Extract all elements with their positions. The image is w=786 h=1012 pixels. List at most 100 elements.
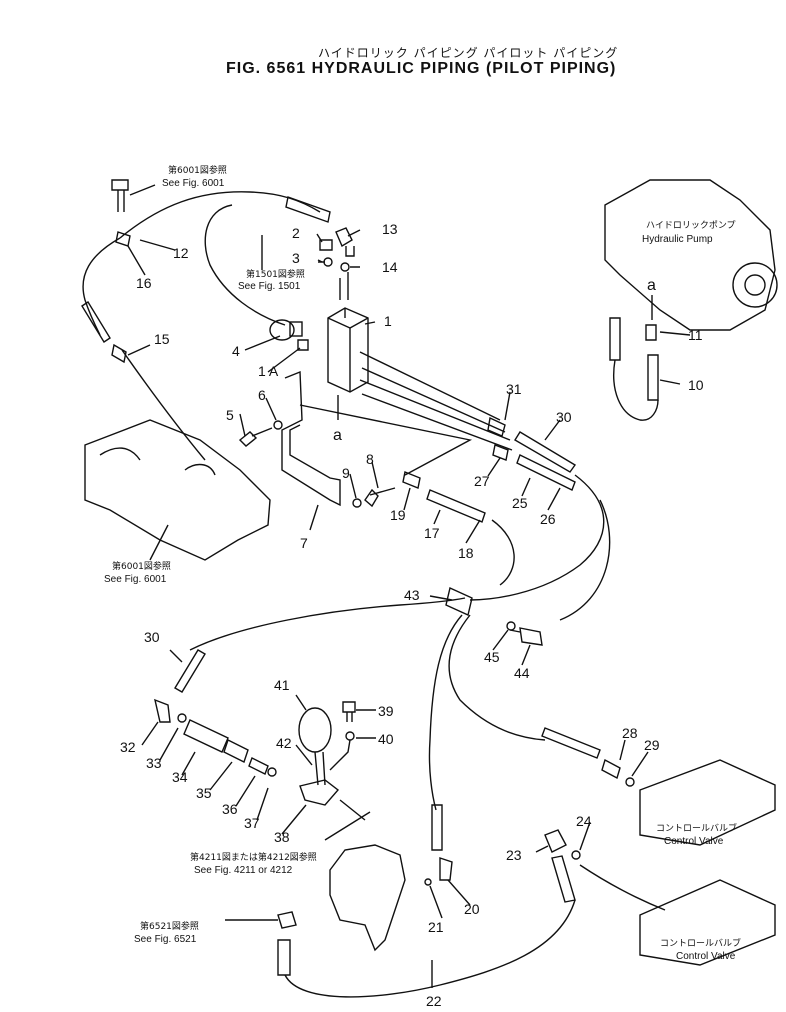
part-label-1a: 1 A	[258, 363, 279, 379]
part-label-25: 25	[512, 495, 528, 511]
arrow-fig4211	[324, 811, 371, 841]
ref-fig4211-en: See Fig. 4211 or 4212	[194, 865, 293, 876]
hose-to-fig6001	[121, 349, 206, 461]
ref-fig4211-jp: 第4211図または第4212図参照	[190, 851, 317, 863]
lever-arm	[329, 739, 351, 771]
hose-18-loop	[491, 519, 515, 586]
ref-fig1501-en: See Fig. 1501	[238, 281, 301, 292]
hose-to-23	[559, 499, 611, 621]
hose-30-lower	[189, 597, 466, 651]
control-valve-2	[639, 879, 776, 966]
part-label-30-upper: 30	[556, 409, 572, 425]
hose-end-pump-l	[609, 317, 621, 361]
fitting-1a	[297, 339, 309, 351]
hose-end-28	[541, 727, 601, 759]
oring-37	[267, 767, 277, 777]
fitting-19	[402, 471, 421, 489]
part-label-27: 27	[474, 473, 490, 489]
pump-label-jp: ハイドロリックポンプ	[646, 220, 736, 231]
part-label-41: 41	[274, 677, 290, 693]
hose-end-top	[285, 196, 331, 223]
title-japanese: ハイドロリック パイピング パイロット パイピング	[318, 46, 619, 60]
part-label-32: 32	[120, 739, 136, 755]
part-label-22: 22	[426, 993, 442, 1009]
part-label-4: 4	[232, 343, 240, 359]
part-label-30-lower: 30	[144, 629, 160, 645]
pipe-to-19	[299, 404, 473, 476]
part-label-29: 29	[644, 737, 660, 753]
part-label-34: 34	[172, 769, 188, 785]
part-label-14: 14	[382, 259, 398, 275]
valve-assembly	[329, 844, 406, 952]
fitting-left-22	[277, 911, 297, 929]
hose-43-down	[428, 614, 463, 811]
ref-fig6001-bottom-en: See Fig. 6001	[104, 574, 167, 585]
washer-6	[273, 420, 283, 430]
hose-12	[119, 191, 321, 239]
clamp-43	[445, 587, 473, 616]
oring-29	[625, 777, 635, 787]
control-valve-1-label-jp: コントロールバルブ	[656, 822, 737, 834]
hose-pump	[613, 359, 659, 421]
part-label-11: 11	[688, 327, 703, 343]
arrow-fig6001-top	[129, 184, 156, 196]
pump-outline	[604, 179, 776, 331]
part-label-23: 23	[506, 847, 522, 863]
pipe-to-38	[339, 799, 366, 821]
bracket-7	[281, 370, 341, 507]
figure-title: FIG. 6561 HYDRAULIC PIPING (PILOT PIPING…	[226, 60, 617, 77]
part-label-12: 12	[173, 245, 189, 261]
ref-fig6001-top-jp: 第6001図参照	[168, 164, 227, 176]
part-label-18: 18	[458, 545, 474, 561]
bolt-top-left	[111, 179, 129, 212]
part-label-3: 3	[292, 250, 300, 266]
part-label-1: 1	[384, 313, 392, 329]
ref-fig6521-jp: 第6521図参照	[140, 920, 199, 932]
part-label-15: 15	[154, 331, 170, 347]
washer-14	[340, 262, 350, 272]
engine-outline	[84, 419, 271, 561]
hose-24-cv	[579, 864, 666, 911]
part-label-9: 9	[342, 465, 350, 481]
bolt-44	[509, 627, 543, 646]
part-label-45: 45	[484, 649, 500, 665]
washer-3	[323, 257, 333, 267]
bolt-39	[342, 701, 356, 722]
washer-9	[352, 498, 362, 508]
washer-40	[345, 731, 355, 741]
hose-22	[284, 899, 576, 998]
tube-34	[183, 719, 229, 753]
fitting-31	[487, 416, 506, 437]
part-label-5: 5	[226, 407, 234, 423]
knob-41	[298, 707, 332, 753]
hose-switch	[204, 204, 286, 326]
plug-2	[319, 239, 333, 251]
part-label-43: 43	[404, 587, 420, 603]
hose-end-20	[431, 804, 443, 851]
hose-end-22	[551, 855, 576, 903]
part-label-36: 36	[222, 801, 238, 817]
fitting-15	[111, 343, 127, 364]
control-valve-2-label-jp: コントロールバルブ	[660, 937, 741, 949]
part-label-40: 40	[378, 731, 394, 747]
fitting-35	[223, 739, 249, 763]
control-valve-1-label-en: Control Valve	[664, 836, 724, 847]
hose-end-10	[647, 354, 659, 401]
view-mark-a-lower: a	[647, 277, 656, 294]
control-valve-1	[639, 759, 776, 846]
part-label-6: 6	[258, 387, 266, 403]
fitting-11	[645, 324, 657, 341]
part-label-8: 8	[366, 451, 374, 467]
part-label-10: 10	[688, 377, 704, 393]
fitting-28	[601, 758, 621, 780]
stem-42	[314, 751, 326, 786]
part-label-7: 7	[300, 535, 308, 551]
bolt-5	[238, 427, 273, 447]
part-label-2: 2	[292, 225, 300, 241]
part-label-24: 24	[576, 813, 592, 829]
fitting-27	[492, 444, 509, 461]
part-label-16: 16	[136, 275, 152, 291]
part-label-21: 21	[428, 919, 444, 935]
